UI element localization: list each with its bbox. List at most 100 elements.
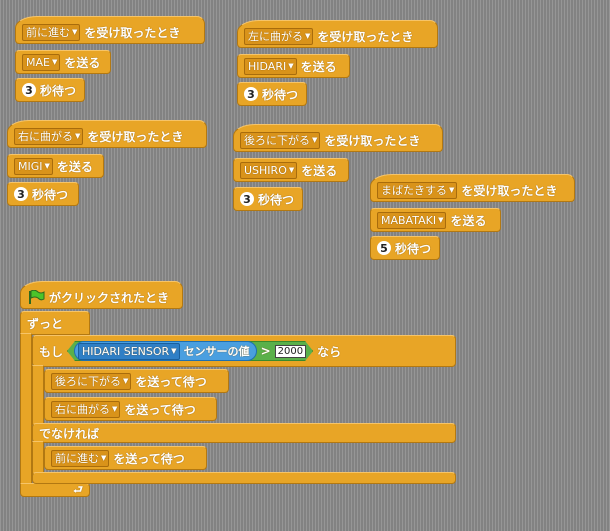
message-dropdown[interactable]: 後ろに下がる▼ bbox=[240, 131, 321, 149]
dropdown-value: 後ろに下がる bbox=[244, 134, 310, 147]
block-label: 秒待つ bbox=[262, 87, 299, 102]
block-label: を受け取ったとき bbox=[461, 183, 558, 198]
message-dropdown[interactable]: 前に進む▼ bbox=[22, 23, 81, 41]
dropdown-value: 前に進む bbox=[26, 26, 70, 39]
operator-symbol: > bbox=[260, 344, 271, 358]
chevron-down-icon: ▼ bbox=[44, 162, 50, 170]
dropdown-value: MIGI bbox=[18, 159, 43, 173]
block-label: を受け取ったとき bbox=[87, 129, 184, 144]
when-receive-hat-left[interactable]: 左に曲がる▼ を受け取ったとき bbox=[237, 20, 438, 48]
block-label: を受け取ったとき bbox=[317, 29, 414, 44]
wait-block[interactable]: 5 秒待つ bbox=[370, 236, 440, 260]
seconds-input[interactable]: 3 bbox=[240, 192, 254, 206]
forever-arm bbox=[20, 333, 32, 485]
dropdown-value: MABATAKI bbox=[381, 213, 437, 227]
else-arm bbox=[32, 441, 44, 475]
block-label: を送る bbox=[64, 55, 101, 70]
block-label: ずっと bbox=[27, 316, 64, 331]
sensor-value-reporter[interactable]: HIDARI SENSOR▼ センサーの値 bbox=[74, 341, 257, 361]
dropdown-value: USHIRO bbox=[244, 163, 287, 177]
chevron-down-icon: ▼ bbox=[72, 28, 78, 36]
message-dropdown[interactable]: USHIRO▼ bbox=[240, 161, 298, 179]
when-receive-hat-right[interactable]: 右に曲がる▼ を受け取ったとき bbox=[7, 120, 207, 148]
chevron-down-icon: ▼ bbox=[438, 216, 444, 224]
block-label: 秒待つ bbox=[395, 241, 432, 256]
chevron-down-icon: ▼ bbox=[288, 166, 295, 174]
greater-than-operator[interactable]: HIDARI SENSOR▼ センサーの値 > 2000 bbox=[67, 341, 313, 361]
dropdown-value: HIDARI bbox=[248, 59, 287, 73]
dropdown-value: 後ろに下がる bbox=[55, 375, 121, 388]
loop-arrow-icon: ⮐ bbox=[73, 482, 83, 496]
dropdown-value: 前に進む bbox=[55, 452, 99, 465]
seconds-input[interactable]: 3 bbox=[14, 187, 28, 201]
block-label: を送る bbox=[450, 213, 487, 228]
wait-block[interactable]: 3 秒待つ bbox=[237, 82, 307, 106]
wait-block[interactable]: 3 秒待つ bbox=[15, 78, 85, 102]
dropdown-value: HIDARI SENSOR bbox=[82, 344, 170, 358]
block-label: を送る bbox=[300, 59, 337, 74]
chevron-down-icon: ▼ bbox=[305, 32, 311, 40]
message-dropdown[interactable]: HIDARI▼ bbox=[244, 57, 297, 75]
broadcast-block-migi[interactable]: MIGI▼ を送る bbox=[7, 154, 104, 178]
broadcast-block-mae[interactable]: MAE▼ を送る bbox=[15, 50, 111, 74]
message-dropdown[interactable]: 右に曲がる▼ bbox=[51, 400, 121, 418]
threshold-input[interactable]: 2000 bbox=[275, 345, 306, 358]
block-label: を送って待つ bbox=[135, 374, 207, 389]
if-else-block[interactable]: もし HIDARI SENSOR▼ センサーの値 > 2000 なら bbox=[32, 335, 456, 367]
block-label: もし bbox=[39, 344, 64, 359]
block-label: でなければ bbox=[39, 426, 100, 441]
seconds-input[interactable]: 3 bbox=[22, 83, 36, 97]
wait-block[interactable]: 3 秒待つ bbox=[7, 182, 79, 206]
chevron-down-icon: ▼ bbox=[75, 132, 81, 140]
message-dropdown[interactable]: MABATAKI▼ bbox=[377, 211, 447, 229]
seconds-input[interactable]: 5 bbox=[377, 241, 391, 255]
broadcast-block-ushiro[interactable]: USHIRO▼ を送る bbox=[233, 158, 349, 182]
message-dropdown[interactable]: 左に曲がる▼ bbox=[244, 27, 314, 45]
chevron-down-icon: ▼ bbox=[123, 377, 129, 385]
message-dropdown[interactable]: 前に進む▼ bbox=[51, 449, 110, 467]
dropdown-value: 右に曲がる bbox=[55, 403, 110, 416]
chevron-down-icon: ▼ bbox=[51, 58, 58, 66]
when-receive-hat-blink[interactable]: まばたきする▼ を受け取ったとき bbox=[370, 174, 575, 202]
message-dropdown[interactable]: MAE▼ bbox=[22, 53, 61, 71]
when-flag-clicked-hat[interactable]: がクリックされたとき bbox=[20, 281, 183, 309]
chevron-down-icon: ▼ bbox=[112, 405, 118, 413]
sensor-label: センサーの値 bbox=[183, 345, 250, 358]
block-label: なら bbox=[317, 344, 342, 359]
block-label: 秒待つ bbox=[40, 83, 77, 98]
block-label: 秒待つ bbox=[32, 187, 69, 202]
seconds-input[interactable]: 3 bbox=[244, 87, 258, 101]
message-dropdown[interactable]: 後ろに下がる▼ bbox=[51, 372, 132, 390]
if-arm bbox=[32, 365, 44, 425]
chevron-down-icon: ▼ bbox=[101, 454, 107, 462]
send-and-wait-right[interactable]: 右に曲がる▼ を送って待つ bbox=[44, 397, 217, 421]
message-dropdown[interactable]: MIGI▼ bbox=[14, 157, 53, 175]
dropdown-value: まばたきする bbox=[381, 184, 447, 197]
message-dropdown[interactable]: 右に曲がる▼ bbox=[14, 127, 84, 145]
when-receive-hat-back[interactable]: 後ろに下がる▼ を受け取ったとき bbox=[233, 124, 443, 152]
forever-block[interactable]: ずっと bbox=[20, 311, 90, 335]
send-and-wait-forward[interactable]: 前に進む▼ を送って待つ bbox=[44, 446, 207, 470]
broadcast-block-mabataki[interactable]: MABATAKI▼ を送る bbox=[370, 208, 501, 232]
block-label: を受け取ったとき bbox=[324, 133, 421, 148]
block-label: を受け取ったとき bbox=[84, 25, 181, 40]
block-label: を送って待つ bbox=[113, 451, 185, 466]
chevron-down-icon: ▼ bbox=[449, 186, 455, 194]
dropdown-value: 左に曲がる bbox=[248, 30, 303, 43]
message-dropdown[interactable]: まばたきする▼ bbox=[377, 181, 458, 199]
when-receive-hat-forward[interactable]: 前に進む▼ を受け取ったとき bbox=[15, 16, 205, 44]
block-label: を送る bbox=[56, 159, 93, 174]
dropdown-value: 右に曲がる bbox=[18, 130, 73, 143]
block-label: 秒待つ bbox=[258, 192, 295, 207]
if-else-bottom bbox=[32, 472, 456, 484]
block-label: がクリックされたとき bbox=[49, 290, 170, 305]
block-label: を送って待つ bbox=[124, 402, 196, 417]
chevron-down-icon: ▼ bbox=[171, 347, 177, 355]
block-label: を送る bbox=[301, 163, 338, 178]
sensor-dropdown[interactable]: HIDARI SENSOR▼ bbox=[78, 343, 180, 360]
broadcast-block-hidari[interactable]: HIDARI▼ を送る bbox=[237, 54, 350, 78]
send-and-wait-back[interactable]: 後ろに下がる▼ を送って待つ bbox=[44, 369, 229, 393]
chevron-down-icon: ▼ bbox=[288, 62, 294, 70]
wait-block[interactable]: 3 秒待つ bbox=[233, 187, 303, 211]
chevron-down-icon: ▼ bbox=[312, 136, 318, 144]
